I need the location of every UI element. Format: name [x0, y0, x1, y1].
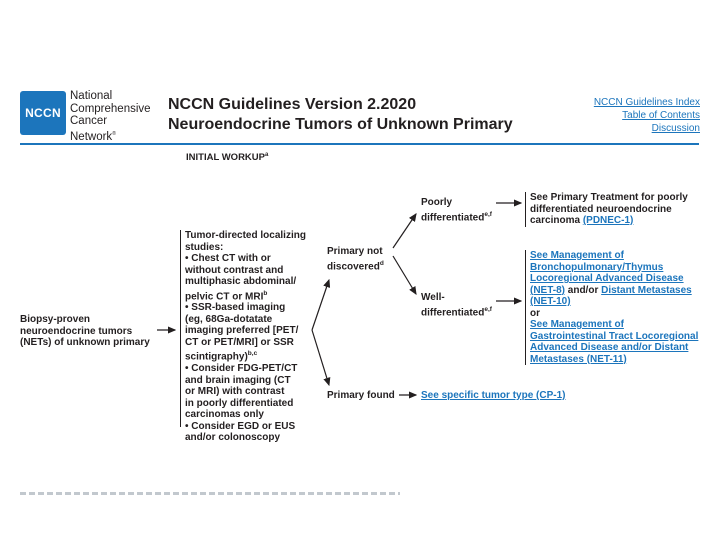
gi-tract-management-link[interactable]: See Management of: [530, 319, 624, 330]
arrow-workup-to-primary-found: [311, 329, 331, 387]
section-heading-text: INITIAL WORKUP: [186, 152, 265, 164]
workup-item-text: (eg, 68Ga-dotatate: [185, 313, 273, 325]
workup-item-text: pelvic CT or MRI: [185, 290, 264, 302]
workup-item-text: imaging preferred [PET/: [185, 325, 299, 337]
organization-name: National Comprehensive Cancer Network®: [70, 90, 151, 143]
table-of-contents-link[interactable]: Table of Contents: [622, 110, 700, 121]
start-line: Biopsy-proven: [20, 314, 91, 325]
workup-title: studies:: [185, 241, 224, 253]
net-11-link[interactable]: Metastases (NET-11): [530, 353, 627, 365]
workup-item-text: and/or colonoscopy: [185, 432, 281, 444]
org-line-2: Comprehensive: [70, 102, 151, 115]
and-or-text: and/or: [565, 284, 602, 296]
discussion-link[interactable]: Discussion: [651, 123, 700, 134]
footnote-marker: b: [263, 289, 268, 297]
poorly-line: differentiated: [421, 211, 485, 223]
start-node: Biopsy-proven neuroendocrine tumors (NET…: [20, 314, 150, 349]
poorly-outcome-node: See Primary Treatment for poorly differe…: [525, 192, 710, 227]
workup-item-text: in poorly differentiated: [185, 397, 294, 409]
workup-item-text: • Consider FDG-PET/CT: [185, 363, 298, 375]
workup-item-text: scintigraphy): [185, 351, 248, 363]
workup-node: Tumor-directed localizing studies: • Che…: [180, 230, 313, 443]
well-line: differentiated: [421, 306, 485, 318]
arrow-workup-to-not-discovered: [311, 278, 331, 331]
footnote-area: [20, 492, 400, 495]
bronchopulmonary-management-link[interactable]: Bronchopulmonary/Thymus: [530, 261, 664, 273]
title-line-2: Neuroendocrine Tumors of Unknown Primary: [168, 116, 513, 133]
workup-item-text: and brain imaging (CT: [185, 374, 291, 386]
well-differentiated-node: Well- differentiatede,f: [421, 292, 492, 318]
nccn-logo: NCCN: [20, 91, 66, 135]
page-title: NCCN Guidelines Version 2.2020 Neuroendo…: [168, 95, 513, 135]
primary-found-node: Primary found: [327, 390, 395, 401]
footnote-marker: e,f: [484, 210, 492, 218]
nav-links: NCCN Guidelines Index Table of Contents …: [594, 96, 700, 135]
footnote-marker: e,f: [484, 305, 492, 313]
gi-tract-management-link[interactable]: Gastrointestinal Tract Locoregional: [530, 330, 699, 342]
footnote-marker: b,c: [247, 350, 258, 358]
workup-item-text: multiphasic abdominal/: [185, 276, 297, 287]
header-divider: [20, 143, 699, 145]
start-line: neuroendocrine tumors: [20, 325, 133, 337]
net-8-link[interactable]: (NET-8): [530, 284, 565, 296]
workup-item-text: • SSR-based imaging: [185, 302, 286, 314]
section-heading-footnote: a: [265, 152, 269, 158]
workup-title: Tumor-directed localizing: [185, 230, 306, 241]
workup-item-text: without contrast and: [185, 264, 284, 276]
well-outcome-node: See Management of Bronchopulmonary/Thymu…: [525, 250, 710, 365]
org-line-4: Network: [70, 130, 113, 143]
well-line: Well-: [421, 292, 445, 303]
title-line-1: NCCN Guidelines Version 2.2020: [168, 96, 417, 113]
found-outcome-node: See specific tumor type (CP-1): [421, 390, 565, 402]
workup-item-text: carcinomas only: [185, 409, 264, 421]
workup-item-text: • Consider EGD or EUS: [185, 420, 296, 432]
start-line: (NETs) of unknown primary: [20, 337, 150, 348]
workup-item-text: CT or PET/MRI] or SSR: [185, 336, 294, 348]
gi-tract-management-link[interactable]: Advanced Disease and/or Distant: [530, 342, 689, 353]
poorly-differentiated-node: Poorly differentiatede,f: [421, 197, 492, 223]
footnote-marker: d: [379, 259, 384, 267]
net-10-link[interactable]: (NET-10): [530, 296, 571, 307]
workup-item-text: • Chest CT with or: [185, 253, 271, 264]
org-line-1: National: [70, 90, 113, 102]
not-discovered-node: Primary not discoveredd: [327, 246, 384, 272]
cp-1-link[interactable]: See specific tumor type (CP-1): [421, 390, 566, 401]
pdnec-1-link[interactable]: (PDNEC-1): [582, 215, 634, 226]
registered-mark: ®: [112, 130, 116, 137]
org-line-3: Cancer: [70, 115, 108, 127]
not-discovered-line: Primary not: [327, 246, 383, 257]
or-text: or: [530, 307, 540, 319]
workup-item-text: or MRI) with contrast: [185, 386, 285, 398]
poorly-line: Poorly: [421, 197, 453, 208]
arrow-to-well: [392, 255, 417, 296]
poorly-outcome-line: differentiated neuroendocrine: [530, 203, 672, 215]
distant-metastases-link[interactable]: Distant Metastases: [601, 284, 692, 296]
section-heading: INITIAL WORKUPa: [186, 152, 268, 163]
not-discovered-line: discovered: [327, 260, 380, 272]
poorly-outcome-line: carcinoma: [530, 215, 581, 226]
bronchopulmonary-management-link[interactable]: See Management of: [530, 250, 624, 261]
bronchopulmonary-management-link[interactable]: Locoregional Advanced Disease: [530, 273, 684, 284]
poorly-outcome-line: See Primary Treatment for poorly: [530, 192, 688, 203]
guidelines-index-link[interactable]: NCCN Guidelines Index: [593, 97, 700, 108]
arrow-to-poorly: [392, 213, 417, 249]
logo-text: NCCN: [25, 106, 61, 120]
